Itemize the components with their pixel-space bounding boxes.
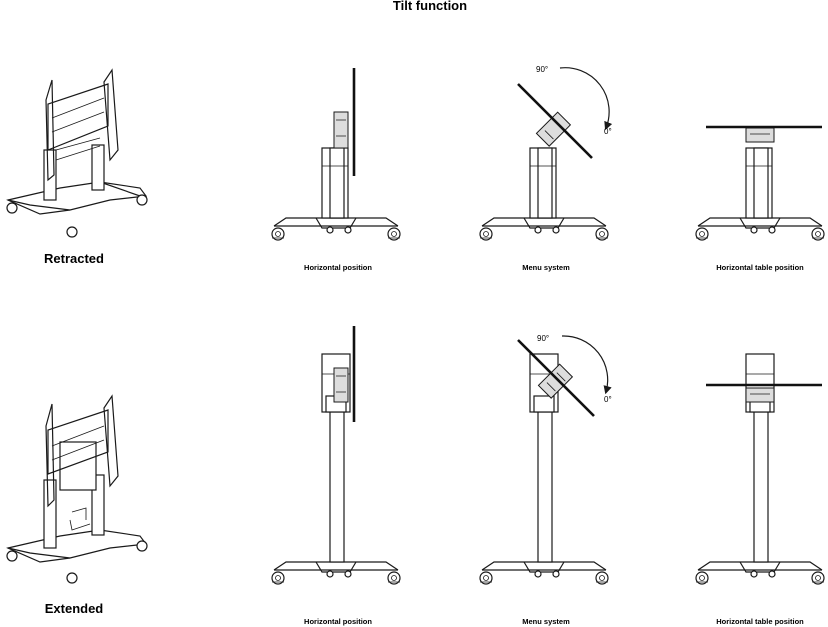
caption-extended-table: Horizontal table position bbox=[716, 617, 804, 626]
caption-extended-horizontal: Horizontal position bbox=[304, 617, 372, 626]
angle-end-extended: 0° bbox=[604, 395, 612, 404]
caption-retracted-horizontal: Horizontal position bbox=[304, 263, 372, 272]
side-view-retracted-table bbox=[695, 125, 825, 241]
angle-start-retracted: 90° bbox=[536, 65, 548, 74]
caption-extended-menu: Menu system bbox=[522, 617, 570, 626]
diagram-title: Tilt function bbox=[393, 0, 467, 13]
row-label-retracted: Retracted bbox=[44, 251, 104, 266]
side-view-retracted-horizontal bbox=[271, 68, 401, 241]
side-view-extended-menu bbox=[479, 335, 612, 585]
angle-end-retracted: 0° bbox=[604, 127, 612, 136]
angle-start-extended: 90° bbox=[537, 334, 549, 343]
caption-retracted-table: Horizontal table position bbox=[716, 263, 804, 272]
side-view-extended-table bbox=[695, 353, 825, 585]
side-view-retracted-menu bbox=[479, 67, 613, 241]
stand-isometric-extended bbox=[6, 394, 148, 584]
stand-isometric-retracted bbox=[6, 68, 148, 238]
row-label-extended: Extended bbox=[45, 601, 104, 616]
caption-retracted-menu: Menu system bbox=[522, 263, 570, 272]
side-view-extended-horizontal bbox=[271, 326, 401, 585]
